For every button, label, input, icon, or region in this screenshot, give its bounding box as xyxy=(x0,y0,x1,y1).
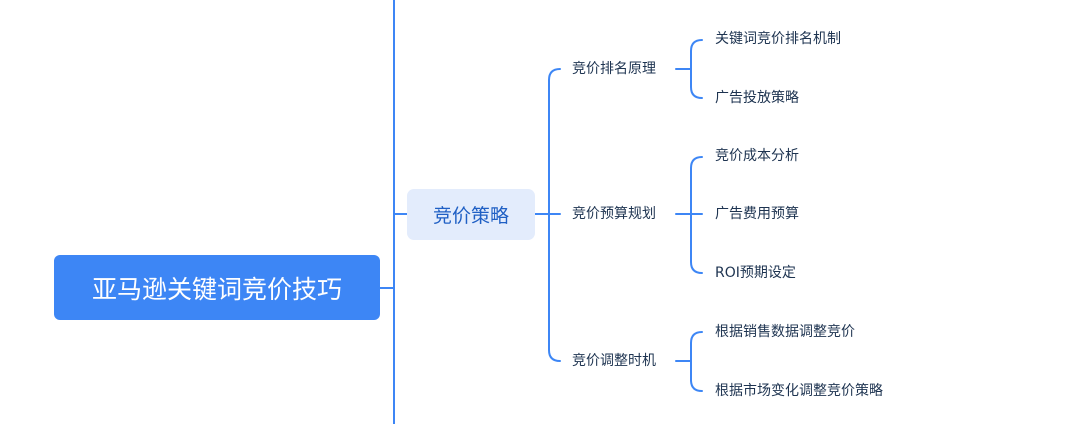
leaf-label: 根据市场变化调整竞价策略 xyxy=(715,383,883,399)
branch-node[interactable]: 竞价策略 xyxy=(407,189,535,240)
leaf-node[interactable]: 根据市场变化调整竞价策略 xyxy=(715,381,883,401)
leaf-node[interactable]: 竞价成本分析 xyxy=(715,146,799,166)
leaf-label: 关键词竞价排名机制 xyxy=(715,31,841,47)
subtopic-node[interactable]: 竞价排名原理 xyxy=(572,59,656,79)
leaf-label: 竞价成本分析 xyxy=(715,148,799,164)
subtopic-node[interactable]: 竞价预算规划 xyxy=(572,204,656,224)
leaf-node[interactable]: 关键词竞价排名机制 xyxy=(715,29,841,49)
leaf-node[interactable]: 根据销售数据调整竞价 xyxy=(715,322,855,342)
subtopic-label: 竞价调整时机 xyxy=(572,353,656,369)
root-node-label: 亚马逊关键词竞价技巧 xyxy=(91,274,342,304)
subtopic-label: 竞价排名原理 xyxy=(572,61,656,77)
root-node[interactable]: 亚马逊关键词竞价技巧 xyxy=(54,255,380,320)
leaf-label: 根据销售数据调整竞价 xyxy=(715,324,855,340)
leaf-node[interactable]: 广告投放策略 xyxy=(715,88,799,108)
leaf-node[interactable]: 广告费用预算 xyxy=(715,204,799,224)
branch-node-label: 竞价策略 xyxy=(432,205,509,227)
group3-bracket xyxy=(690,331,703,392)
leaf-label: ROI预期设定 xyxy=(715,265,796,281)
subtopic-label: 竞价预算规划 xyxy=(572,206,656,222)
group1-bracket xyxy=(690,39,703,99)
leaf-node[interactable]: ROI预期设定 xyxy=(715,263,796,283)
subtopic-node[interactable]: 竞价调整时机 xyxy=(572,351,656,371)
leaf-label: 广告投放策略 xyxy=(715,90,799,106)
leaf-label: 广告费用预算 xyxy=(715,206,799,222)
